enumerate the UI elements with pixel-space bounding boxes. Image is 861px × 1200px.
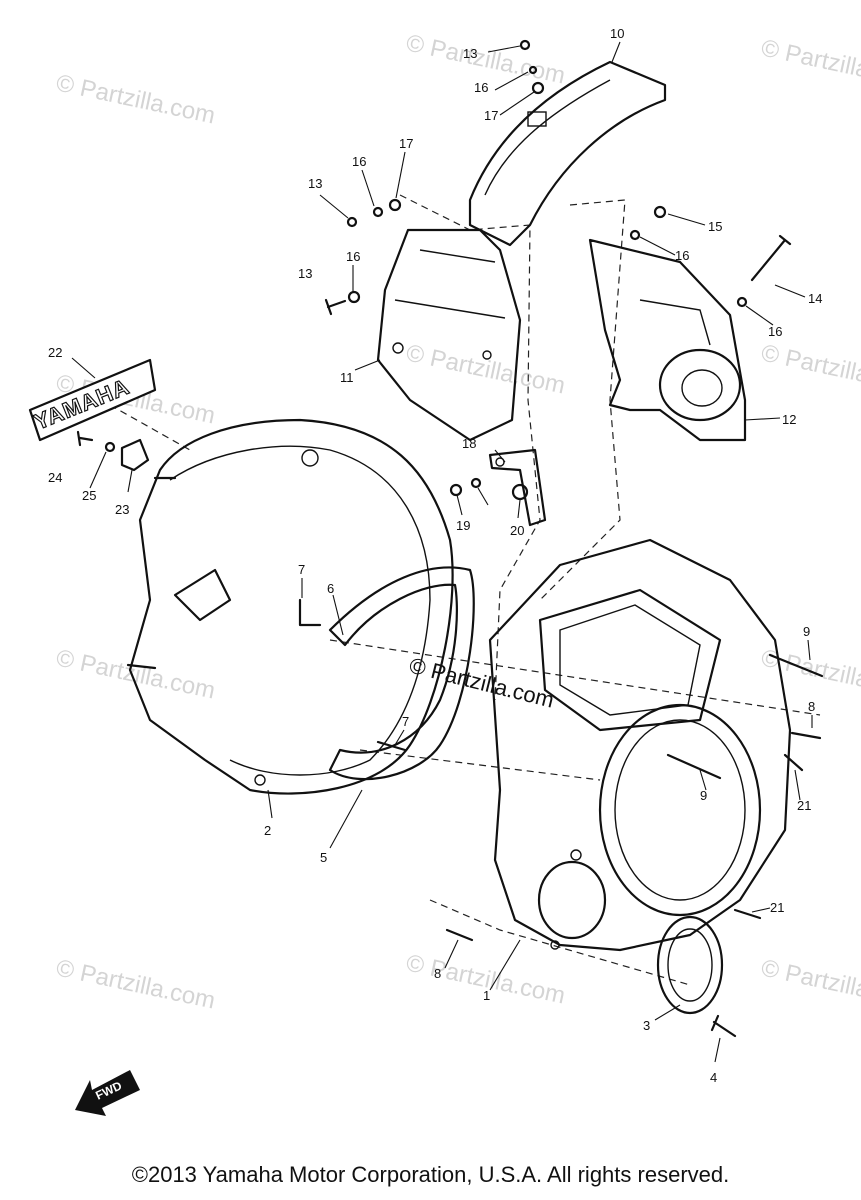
callout-2: 2 xyxy=(264,823,271,838)
grommet-20-icon xyxy=(511,483,529,501)
callout-12: 12 xyxy=(782,412,796,427)
fasteners xyxy=(76,39,824,1038)
leader-lines xyxy=(71,41,813,1063)
callout-20: 20 xyxy=(510,523,524,538)
callout-13-low: 13 xyxy=(298,266,312,281)
callout-21-upper: 21 xyxy=(797,798,811,813)
callout-16-right: 16 xyxy=(675,248,689,263)
watermark: © Partzilla.com xyxy=(759,339,861,399)
callout-5: 5 xyxy=(320,850,327,865)
washer-16-right-icon xyxy=(629,229,641,241)
washer-16-top-icon xyxy=(528,65,538,75)
screw-19-icon xyxy=(449,483,463,497)
part-23-clip xyxy=(120,438,150,472)
grommet-17-top-icon xyxy=(531,81,545,95)
screw-13-icon xyxy=(346,216,358,228)
washer-16-mid-icon xyxy=(470,477,482,489)
callout-25: 25 xyxy=(82,488,96,503)
callout-14: 14 xyxy=(808,291,822,306)
callout-15: 15 xyxy=(708,219,722,234)
watermark: © Partzilla.com xyxy=(404,339,568,399)
callout-11: 11 xyxy=(340,370,354,385)
assembly-lines xyxy=(109,194,821,986)
callout-16-top: 16 xyxy=(474,80,488,95)
washer-25-icon xyxy=(104,441,116,453)
callout-17-top: 17 xyxy=(484,108,498,123)
bolt-7-upper-icon xyxy=(298,598,322,627)
callout-18: 18 xyxy=(462,436,476,451)
callout-7-upper: 7 xyxy=(298,562,305,577)
grommet-17-icon xyxy=(388,198,402,212)
washer-16-far-icon xyxy=(736,296,748,308)
bolt-8-lower-icon xyxy=(445,928,474,942)
screw-15-icon xyxy=(653,205,667,219)
screw-24-icon xyxy=(76,430,94,447)
washer-16-lower-icon xyxy=(347,290,361,304)
callout-7-lower: 7 xyxy=(402,714,409,729)
callout-17-mid: 17 xyxy=(399,136,413,151)
part-3-ring-cover xyxy=(656,915,724,1015)
callout-9-lower: 9 xyxy=(700,788,707,803)
callout-10: 10 xyxy=(610,26,624,41)
callout-24: 24 xyxy=(48,470,62,485)
watermark: © Partzilla.com xyxy=(759,954,861,1014)
callout-8-right: 8 xyxy=(808,699,815,714)
callout-8-lower: 8 xyxy=(434,966,441,981)
callout-16-low: 16 xyxy=(346,249,360,264)
watermark: © Partzilla.com xyxy=(759,34,861,94)
callout-19: 19 xyxy=(456,518,470,533)
part-18-bracket xyxy=(488,448,547,527)
bolt-9-lower-icon xyxy=(666,753,722,780)
watermark: © Partzilla.com xyxy=(54,954,218,1014)
screw-13-top-icon xyxy=(519,39,531,51)
screw-13-lower-icon xyxy=(324,298,347,316)
callout-labels: 1 2 3 4 5 6 7 7 8 8 9 9 10 11 12 13 13 1… xyxy=(48,26,822,1085)
callout-1: 1 xyxy=(483,988,490,1003)
callout-21-lower: 21 xyxy=(770,900,784,915)
callout-4: 4 xyxy=(710,1070,717,1085)
callout-13-mid: 13 xyxy=(308,176,322,191)
part-12-side-plate xyxy=(588,238,747,442)
pin-21-lower-icon xyxy=(733,908,762,920)
forward-arrow-icon: FWD xyxy=(75,1070,140,1116)
callout-13-top: 13 xyxy=(463,46,477,61)
callout-23: 23 xyxy=(115,502,129,517)
callout-16-far: 16 xyxy=(768,324,782,339)
washer-16-icon xyxy=(372,206,384,218)
part-1-main-cover xyxy=(488,538,792,952)
part-2-cylinder-shroud xyxy=(126,418,454,795)
screw-4-icon xyxy=(710,1014,737,1038)
bolt-9-upper-icon xyxy=(768,653,824,678)
bolt-8-right-icon xyxy=(790,731,822,740)
watermark: © Partzilla.com xyxy=(54,69,218,129)
callout-6: 6 xyxy=(327,581,334,596)
bolt-7-lower-icon xyxy=(376,740,407,752)
pin-21-upper-icon xyxy=(783,753,804,772)
part-5-seal-strip xyxy=(328,566,475,781)
copyright-notice: ©2013 Yamaha Motor Corporation, U.S.A. A… xyxy=(131,1162,730,1187)
bolt-14-icon xyxy=(750,234,792,282)
callout-16-mid: 16 xyxy=(352,154,366,169)
part-10-top-shroud xyxy=(468,60,667,247)
callout-3: 3 xyxy=(643,1018,650,1033)
callout-9-upper: 9 xyxy=(803,624,810,639)
callout-22: 22 xyxy=(48,345,62,360)
part-11-center-shroud xyxy=(376,228,522,442)
